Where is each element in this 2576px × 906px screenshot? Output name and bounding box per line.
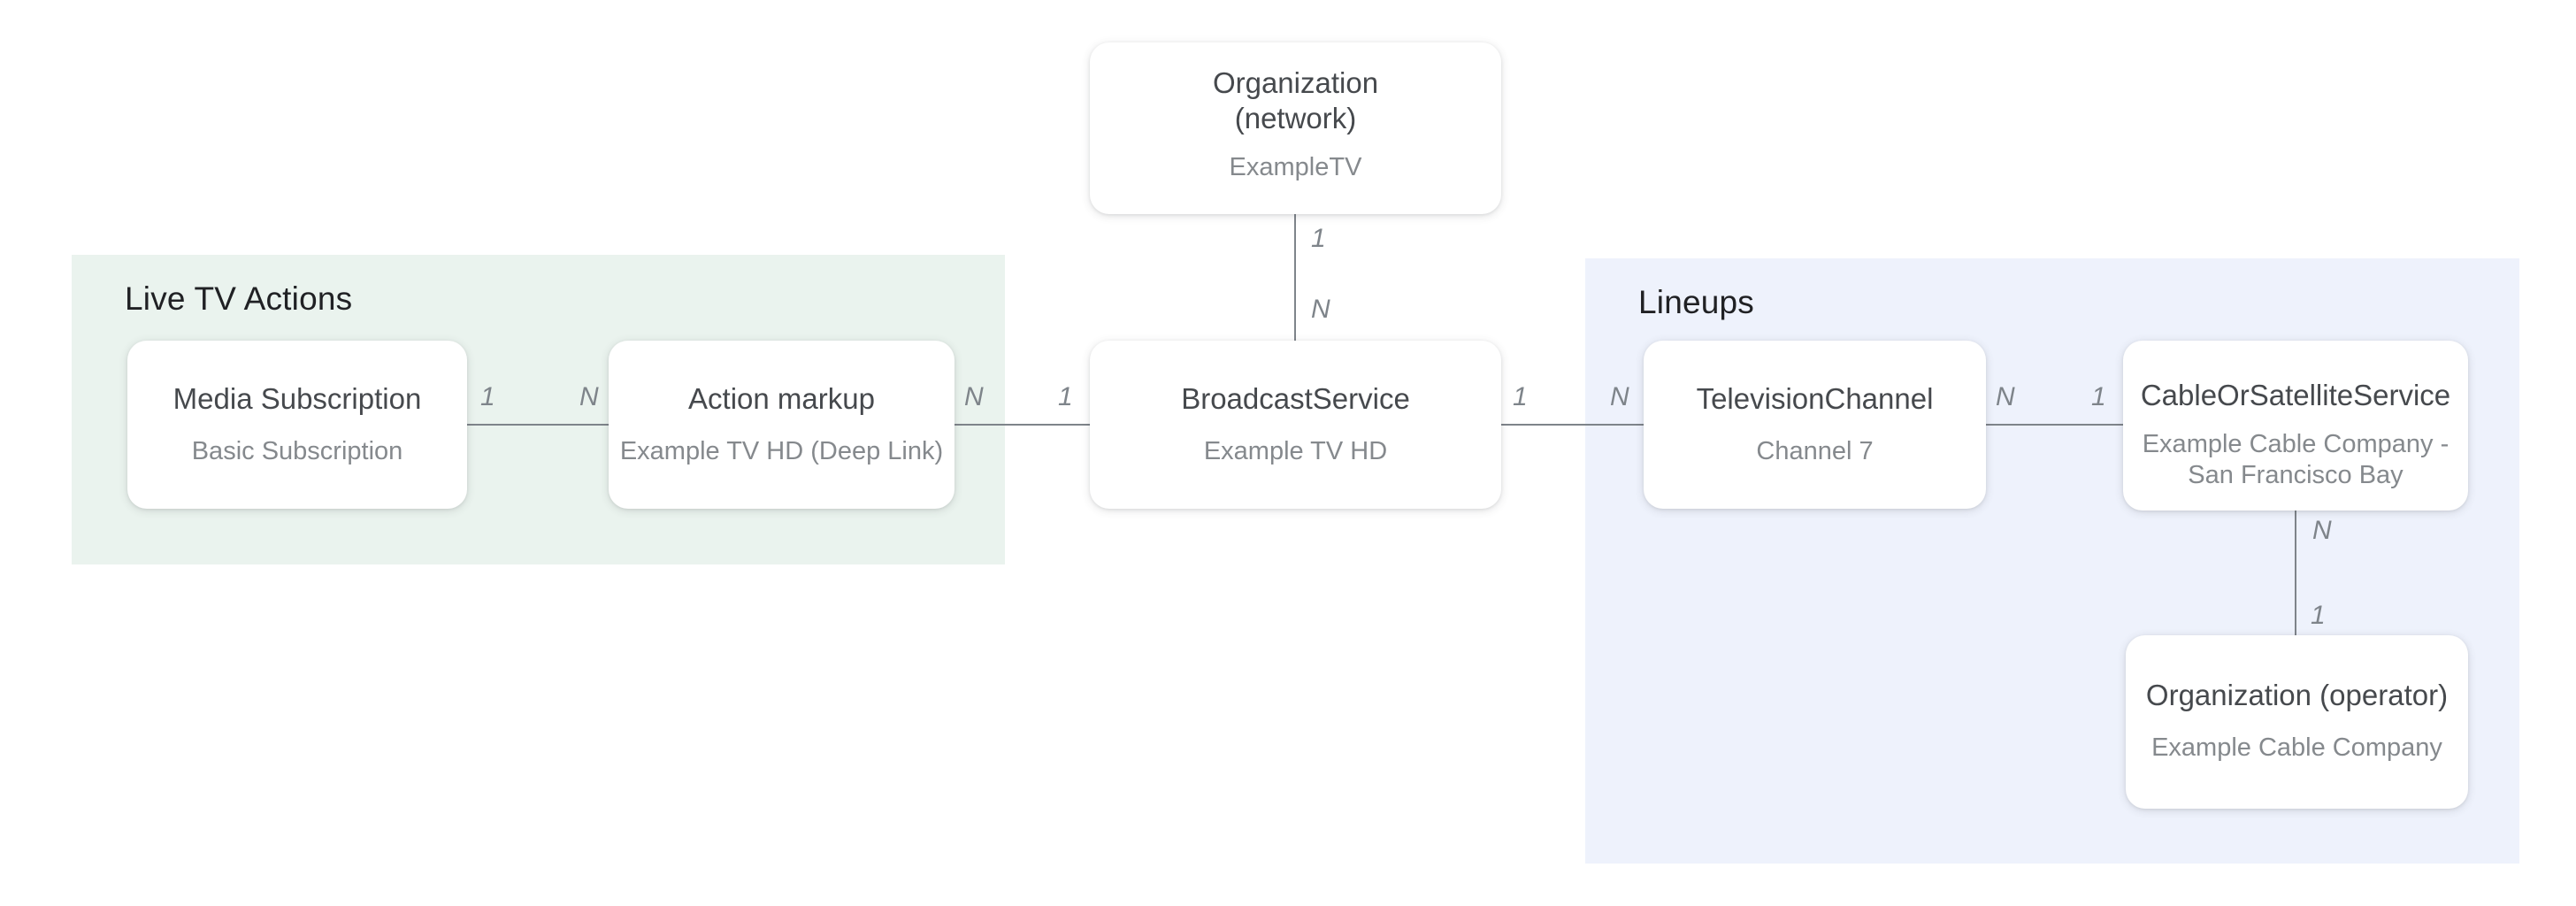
node-action-markup: Action markup Example TV HD (Deep Link) <box>609 341 954 509</box>
node-cable-or-satellite-service-title: CableOrSatelliteService <box>2140 379 2451 411</box>
node-action-markup-subtitle: Example TV HD (Deep Link) <box>619 437 944 465</box>
node-broadcast-service-title: BroadcastService <box>1181 382 1410 415</box>
node-organization-network: Organization (network) ExampleTV <box>1090 42 1501 214</box>
edge-network-to-broadcast <box>1294 212 1296 341</box>
node-cable-or-satellite-service-subtitle-line2: San Francisco Bay <box>2188 461 2404 489</box>
cardinality-markup-broadcast-right: 1 <box>1058 382 1073 411</box>
edge-subscription-to-markup <box>467 424 609 426</box>
cardinality-network-broadcast-top: 1 <box>1311 224 1326 253</box>
node-media-subscription: Media Subscription Basic Subscription <box>127 341 467 509</box>
cardinality-broadcast-channel-right: N <box>1610 382 1629 411</box>
cardinality-markup-broadcast-left: N <box>964 382 984 411</box>
cardinality-subscription-markup-left: 1 <box>480 382 495 411</box>
edge-channel-to-cable <box>1986 424 2123 426</box>
cardinality-broadcast-channel-left: 1 <box>1513 382 1528 411</box>
cardinality-channel-cable-left: N <box>1996 382 2015 411</box>
edge-cable-to-operator <box>2295 511 2296 635</box>
node-organization-network-subtitle: ExampleTV <box>1229 153 1362 181</box>
group-lineups-label: Lineups <box>1638 284 1755 320</box>
node-cable-or-satellite-service: CableOrSatelliteService Example Cable Co… <box>2123 341 2468 511</box>
node-broadcast-service-subtitle: Example TV HD <box>1203 437 1388 465</box>
group-live-tv-actions-label: Live TV Actions <box>125 280 353 317</box>
node-cable-or-satellite-service-subtitle-line1: Example Cable Company - <box>2142 430 2450 458</box>
node-media-subscription-subtitle: Basic Subscription <box>191 437 403 465</box>
node-organization-operator-subtitle: Example Cable Company <box>2151 733 2442 762</box>
cardinality-cable-operator-bottom: 1 <box>2311 601 2326 630</box>
node-television-channel: TelevisionChannel Channel 7 <box>1644 341 1986 509</box>
cardinality-network-broadcast-bottom: N <box>1311 295 1330 324</box>
cardinality-subscription-markup-right: N <box>579 382 599 411</box>
node-action-markup-title: Action markup <box>688 382 875 415</box>
node-organization-network-title-line1: Organization <box>1212 66 1379 99</box>
node-television-channel-title: TelevisionChannel <box>1696 382 1934 415</box>
edge-markup-to-broadcast <box>954 424 1090 426</box>
node-media-subscription-title: Media Subscription <box>172 382 422 415</box>
cardinality-cable-operator-top: N <box>2312 516 2332 545</box>
node-television-channel-subtitle: Channel 7 <box>1756 437 1874 465</box>
edge-broadcast-to-channel <box>1501 424 1644 426</box>
node-broadcast-service: BroadcastService Example TV HD <box>1090 341 1501 509</box>
node-organization-operator-title: Organization (operator) <box>2145 679 2449 711</box>
node-organization-network-title-line2: (network) <box>1234 102 1357 134</box>
cardinality-channel-cable-right: 1 <box>2091 382 2106 411</box>
node-organization-operator: Organization (operator) Example Cable Co… <box>2126 635 2468 809</box>
